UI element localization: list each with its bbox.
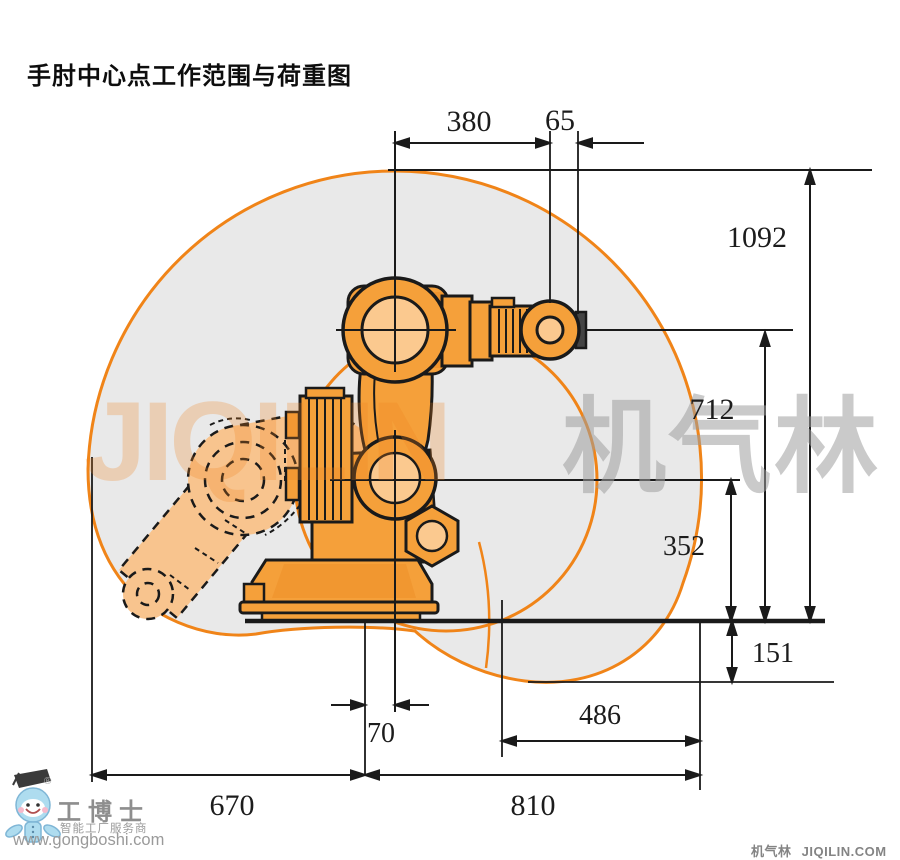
dim-label-65: 65 bbox=[545, 104, 575, 137]
gongboshi-tagline: 智能工厂服务商 bbox=[60, 823, 148, 835]
dim-label-380: 380 bbox=[446, 105, 492, 138]
footer-brand-site: JIQILIN.COM bbox=[801, 844, 887, 859]
registered-mark: ® bbox=[44, 776, 52, 787]
robot-arm bbox=[238, 276, 588, 623]
dim-label-151: 151 bbox=[752, 638, 794, 669]
dim-label-70: 70 bbox=[367, 718, 395, 749]
robot-hex-boss bbox=[404, 504, 460, 568]
footer-brand-cjk: 机气林 bbox=[751, 844, 792, 859]
dim-label-352: 352 bbox=[663, 531, 705, 562]
dim-label-810: 810 bbox=[510, 789, 556, 822]
page-title: 手肘中心点工作范围与荷重图 bbox=[27, 63, 352, 90]
gongboshi-url: www.gongboshi.com bbox=[13, 831, 165, 849]
robot-base bbox=[238, 558, 440, 623]
gongboshi-name: 工博士 bbox=[57, 800, 150, 826]
robot-motor-block bbox=[284, 386, 354, 524]
inner-envelope-arc bbox=[477, 541, 491, 669]
dim-label-1092: 1092 bbox=[727, 221, 787, 254]
dim-label-712: 712 bbox=[689, 393, 735, 426]
dim-label-670: 670 bbox=[209, 789, 255, 822]
dim-label-486: 486 bbox=[579, 700, 621, 731]
gongboshi-mascot bbox=[5, 769, 61, 843]
dimension-lines bbox=[88, 131, 872, 790]
footer-brand: 机气林 JIQILIN.COM bbox=[751, 841, 887, 860]
centerlines bbox=[330, 131, 793, 712]
watermark-jiqilin-latin: JIQILIN bbox=[84, 379, 452, 504]
watermark-jiqilin-cjk: 机气林 bbox=[562, 390, 881, 506]
